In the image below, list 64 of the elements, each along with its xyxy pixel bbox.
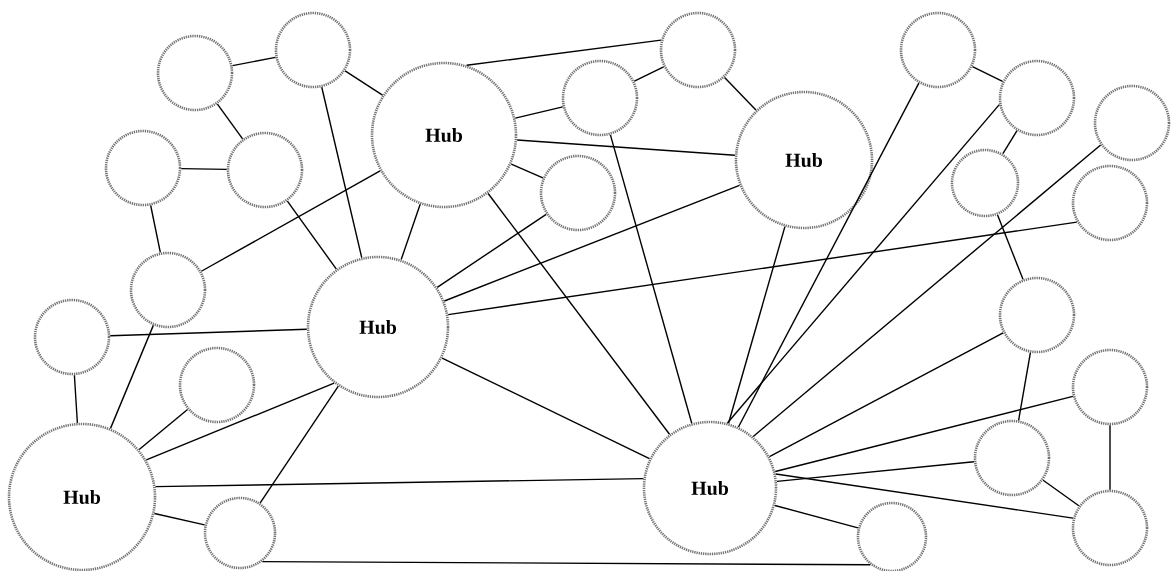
node-circle [950, 148, 1020, 218]
connector-line [1002, 129, 1018, 155]
connector-line [723, 76, 757, 111]
connector-line [344, 70, 384, 96]
node-circle [973, 419, 1051, 497]
node-circle [1071, 164, 1149, 242]
node-circle [998, 59, 1076, 137]
connector-line [971, 66, 1004, 82]
connector-line [154, 477, 645, 488]
connector-line [145, 382, 335, 461]
node-circle [561, 59, 639, 137]
connector-line [516, 139, 736, 156]
connector-line [441, 357, 651, 460]
connector-line [768, 332, 1004, 458]
connector-line [261, 560, 871, 566]
connector-line [775, 473, 1074, 519]
connector-line [465, 39, 662, 66]
connector-line [216, 103, 244, 140]
node-circle [1071, 489, 1149, 567]
connector-line [138, 408, 189, 451]
node-circle [274, 11, 352, 89]
node-circle [659, 11, 737, 89]
node-circle [899, 11, 977, 89]
connector-line [776, 461, 975, 483]
connector-line [737, 82, 920, 428]
connector-line [286, 200, 338, 270]
connector-line [436, 213, 547, 288]
connector-line [514, 106, 564, 119]
connector-line [774, 395, 1074, 473]
connector-line [1042, 479, 1080, 507]
connector-line [774, 504, 859, 529]
connector-line [487, 192, 671, 435]
node-circle [539, 154, 617, 232]
node-circle [203, 496, 277, 570]
connector-line [73, 374, 79, 424]
connector-line [752, 144, 1102, 438]
connector-line [633, 66, 665, 82]
connector-line [109, 328, 308, 337]
node-circle [156, 34, 234, 112]
node-circle [1071, 348, 1149, 426]
connector-line [996, 214, 1024, 281]
connector-line [109, 324, 154, 430]
node-circle [178, 346, 256, 424]
connector-line [447, 221, 1078, 316]
node-circle [226, 131, 304, 209]
connector-line [321, 86, 363, 259]
connector-line [400, 203, 421, 261]
node-circle [998, 276, 1076, 354]
connector-line [259, 385, 340, 504]
connector-line [609, 134, 693, 424]
connector-line [231, 56, 277, 67]
connector-line [726, 103, 1000, 424]
connector-line [1109, 424, 1111, 491]
connector-line [443, 184, 741, 302]
node-circle [33, 298, 111, 376]
node-circle [129, 251, 207, 329]
connector-line [180, 167, 228, 171]
connector-line [200, 170, 381, 272]
connector-line [150, 204, 161, 254]
connector-line [1017, 352, 1032, 421]
connector-line [153, 512, 206, 526]
node-circle [1093, 84, 1171, 162]
connector-line [510, 163, 544, 179]
node-circle [104, 129, 182, 207]
